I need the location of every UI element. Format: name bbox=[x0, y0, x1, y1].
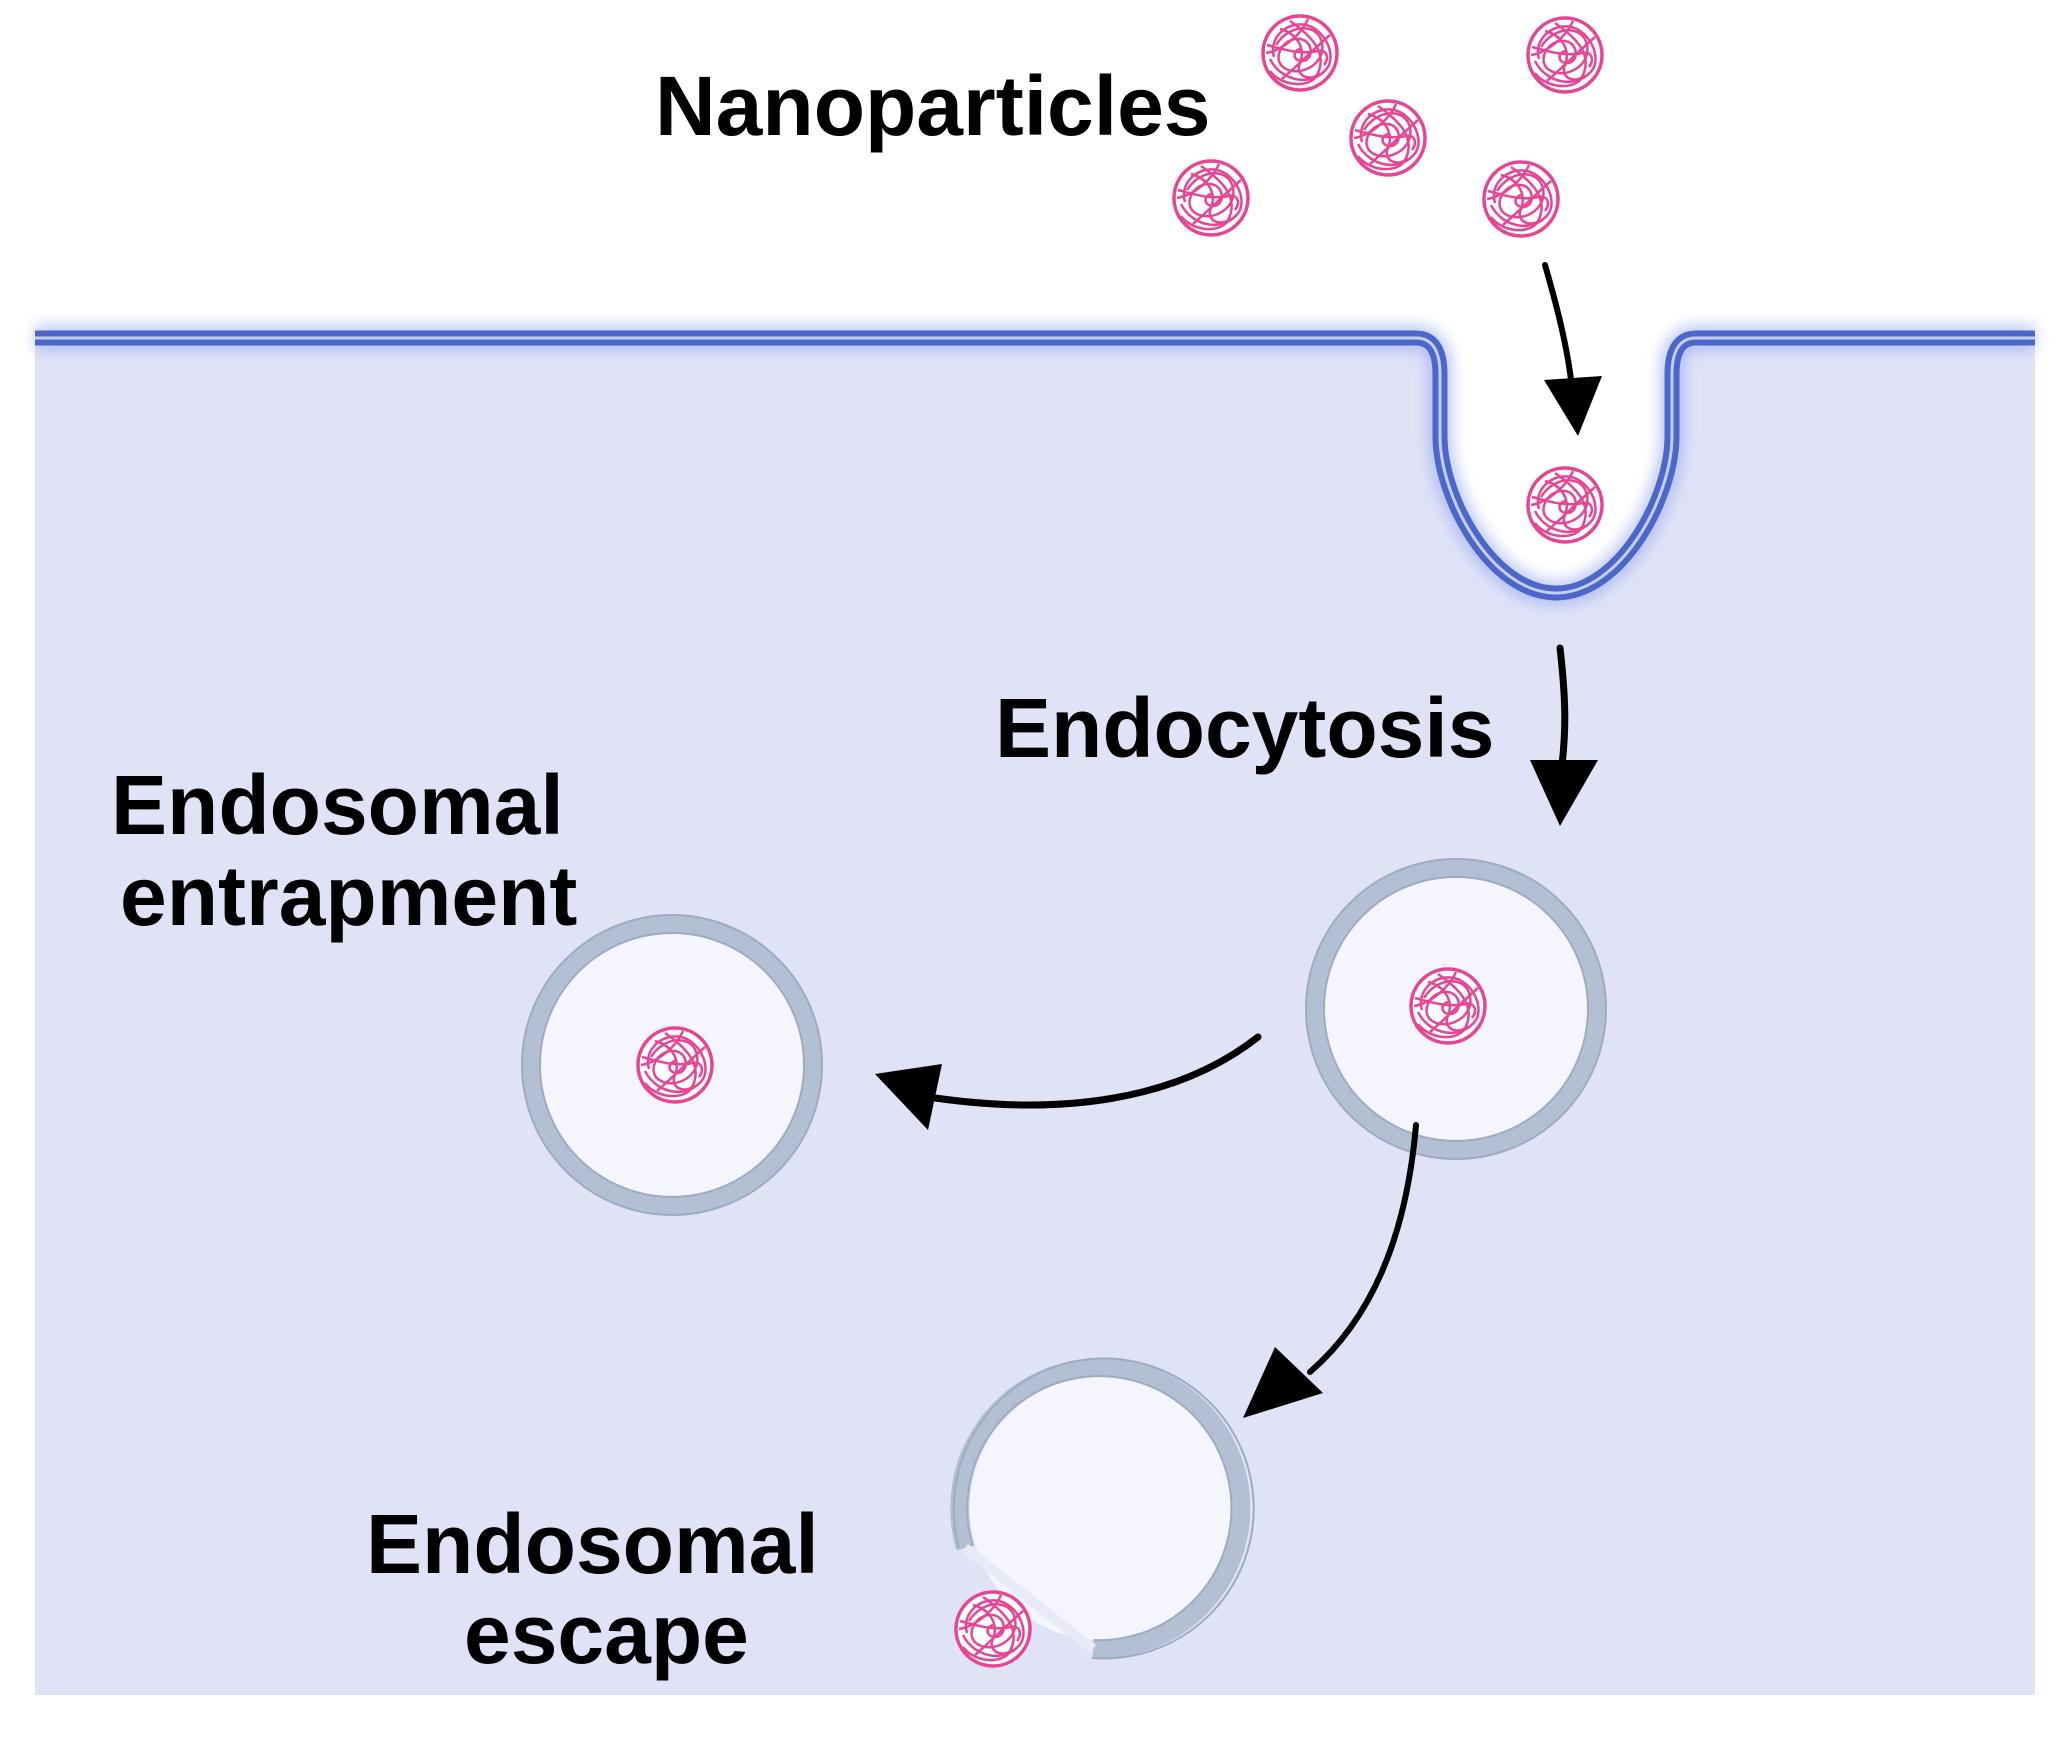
label-endosomal-entrapment-line2: entrapment bbox=[120, 849, 577, 943]
nanoparticle-escaped bbox=[954, 1590, 1032, 1668]
nanoparticle-2 bbox=[1526, 16, 1604, 94]
nanoparticle-entrapped bbox=[636, 1026, 714, 1104]
nanoparticle-5 bbox=[1482, 160, 1560, 238]
label-endocytosis: Endocytosis bbox=[995, 681, 1494, 775]
arrow-endocytosis bbox=[1530, 644, 1598, 826]
label-endosomal-escape-line2: escape bbox=[464, 1587, 749, 1681]
label-endosomal-escape-line1: Endosomal bbox=[366, 1497, 819, 1591]
ruptured-endosome bbox=[950, 1357, 1255, 1660]
arrow-to-escape bbox=[1243, 1122, 1419, 1418]
cell-cytoplasm bbox=[35, 338, 2035, 1695]
label-endosomal-entrapment-line1: Endosomal bbox=[111, 758, 564, 852]
nanoparticle-in-pit bbox=[1526, 466, 1604, 544]
label-nanoparticles: Nanoparticles bbox=[655, 59, 1211, 153]
nanoparticle-3 bbox=[1349, 99, 1427, 177]
nanoparticle-1 bbox=[1261, 14, 1339, 92]
nanoparticle-in-endosome bbox=[1409, 967, 1487, 1045]
nanoparticle-4 bbox=[1172, 159, 1250, 237]
arrow-to-entrapment bbox=[875, 1033, 1262, 1130]
arrow-into-pit bbox=[1542, 262, 1602, 436]
cell-membrane-inner-line bbox=[35, 336, 2035, 595]
